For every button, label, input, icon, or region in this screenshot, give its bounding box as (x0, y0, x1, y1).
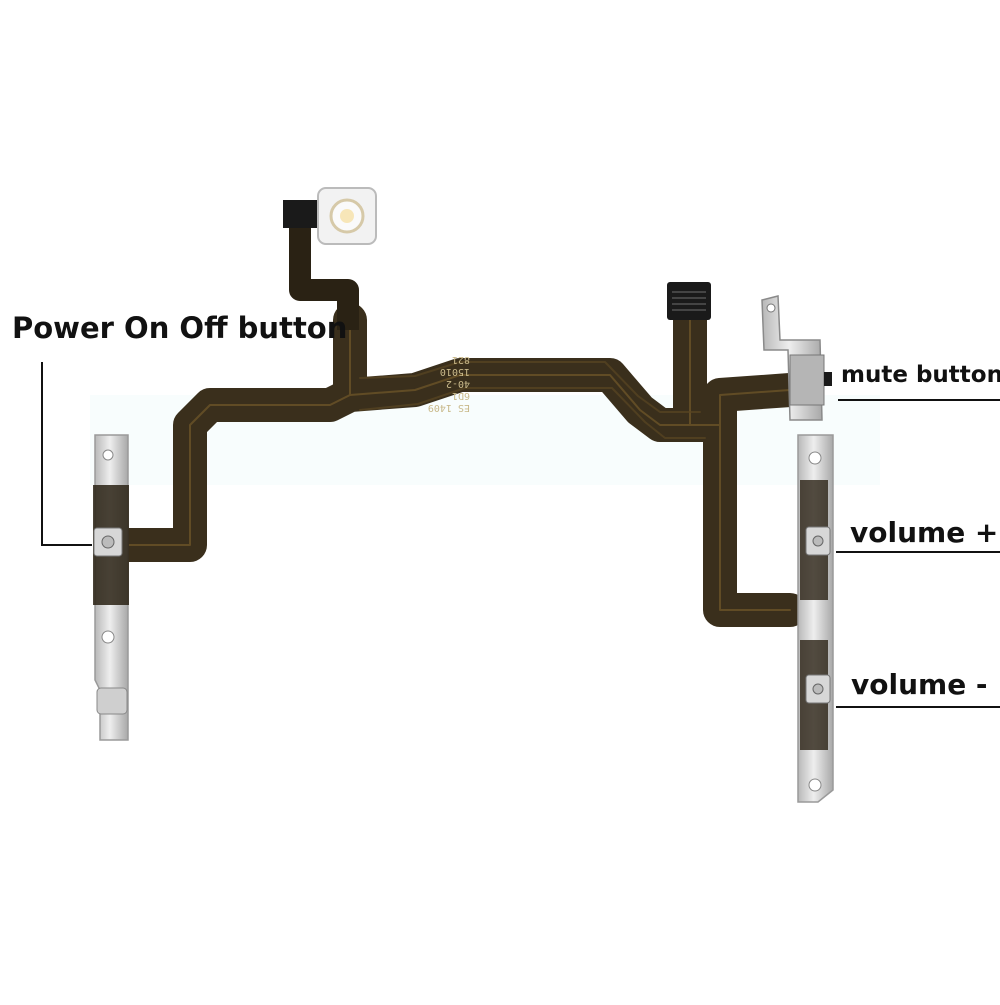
cable-print-line: 6D1 (452, 390, 470, 401)
cable-print-line: 15010 (440, 366, 470, 377)
power-button-label: Power On Off button (12, 311, 348, 345)
cable-print-line: ES 1409 (428, 402, 470, 413)
volume-bracket (797, 434, 834, 803)
cable-print: ES 1409 6D1 40-2 15010 821 (428, 354, 470, 413)
mute-switch-module (761, 295, 832, 421)
board-connector (667, 282, 711, 320)
leader-lines (41, 362, 1000, 708)
flex-cable (103, 283, 807, 627)
cable-print-line: 40-2 (446, 378, 470, 389)
flash-module (283, 187, 377, 330)
mute-button-label: mute button (841, 362, 1000, 388)
sensor-block (283, 200, 323, 228)
volume-up-label: volume + (850, 516, 999, 549)
mute-toggle (824, 372, 832, 386)
power-leader-line (41, 362, 92, 546)
cable-print-line: 821 (452, 354, 470, 365)
power-bracket (93, 434, 129, 741)
volume-down-label: volume - (851, 668, 988, 701)
